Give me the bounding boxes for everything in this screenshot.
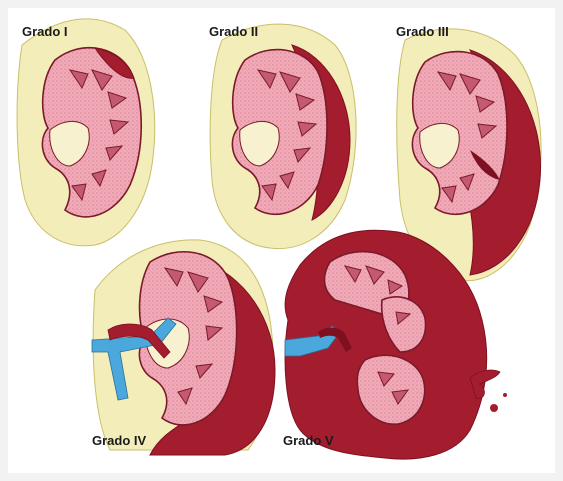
- grade-2-label: Grado II: [209, 24, 258, 39]
- grade-5-label: Grado V: [283, 433, 334, 448]
- grade-1-label: Grado I: [22, 24, 68, 39]
- grade-3-label: Grado III: [396, 24, 449, 39]
- grade-1-drawing: [17, 19, 155, 246]
- grade-4-drawing: [92, 240, 275, 455]
- grade-2-drawing: [210, 24, 356, 248]
- grade-5-blood-drop-1: [490, 404, 498, 412]
- grade-5-blood-drop-2: [503, 393, 507, 397]
- grade-4-label: Grado IV: [92, 433, 146, 448]
